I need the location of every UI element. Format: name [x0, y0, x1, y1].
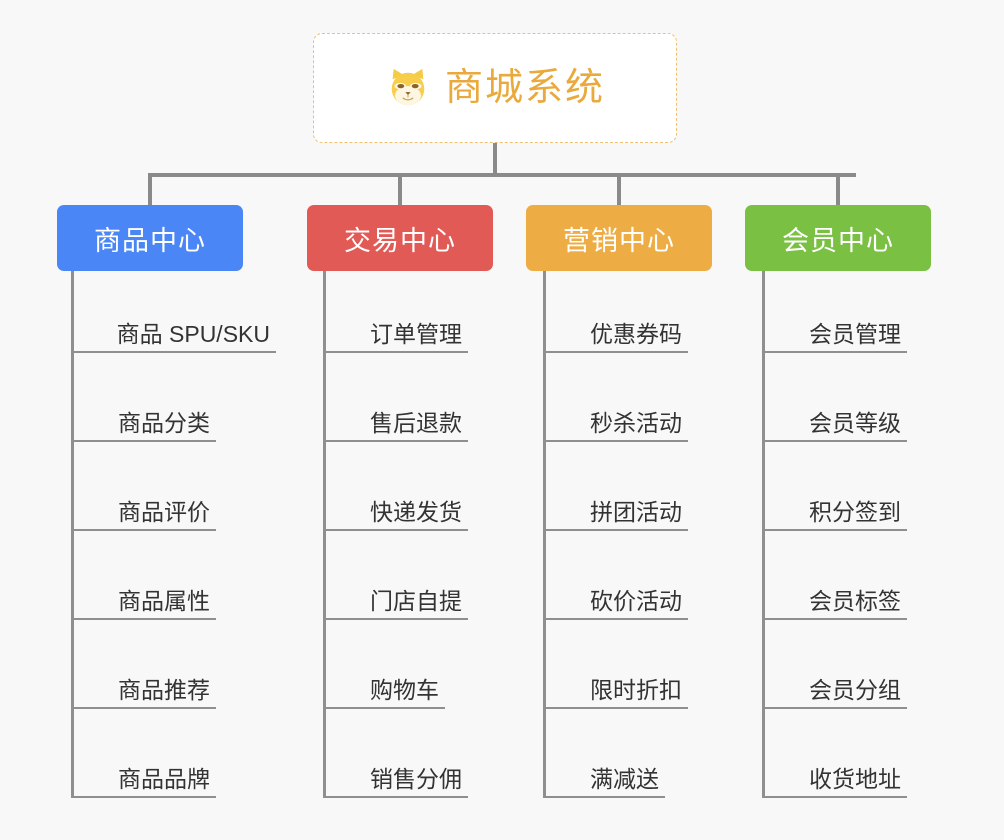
leaf-item-label: 快递发货 [370, 498, 462, 525]
root-title: 商城系统 [444, 67, 605, 109]
category-header-label: 交易中心 [344, 225, 456, 256]
leaf-item-label: 售后退款 [370, 409, 462, 436]
leaf-item-label: 优惠券码 [590, 320, 682, 347]
leaf-item[interactable]: 商品分类 [71, 396, 216, 442]
leaf-item-label: 门店自提 [370, 587, 462, 614]
leaf-item[interactable]: 满减送 [543, 752, 665, 798]
leaf-item-label: 购物车 [370, 676, 439, 703]
leaf-item-label: 商品 SPU/SKU [116, 320, 270, 347]
leaf-item[interactable]: 拼团活动 [543, 485, 688, 531]
leaf-item[interactable]: 收货地址 [762, 752, 907, 798]
connector-drop-member-center [836, 173, 840, 205]
leaf-item-label: 商品评价 [118, 498, 210, 525]
leaf-item[interactable]: 门店自提 [323, 574, 468, 620]
leaf-item[interactable]: 会员等级 [762, 396, 907, 442]
leaf-item-label: 拼团活动 [590, 498, 682, 525]
leaf-item[interactable]: 商品推荐 [71, 663, 216, 709]
leaf-item[interactable]: 会员管理 [762, 307, 907, 353]
category-header-label: 会员中心 [782, 225, 894, 256]
leaf-item[interactable]: 限时折扣 [543, 663, 688, 709]
leaf-item[interactable]: 秒杀活动 [543, 396, 688, 442]
leaf-item-label: 会员分组 [809, 676, 901, 703]
trunk-line-marketing-center [543, 271, 546, 798]
leaf-item-label: 会员管理 [809, 320, 901, 347]
leaf-item[interactable]: 销售分佣 [323, 752, 468, 798]
leaf-item-label: 销售分佣 [370, 765, 462, 792]
leaf-item-label: 限时折扣 [590, 676, 682, 703]
category-header-trade-center[interactable]: 交易中心 [307, 205, 493, 271]
leaf-item[interactable]: 商品属性 [71, 574, 216, 620]
leaf-item[interactable]: 购物车 [323, 663, 445, 709]
trunk-line-member-center [762, 271, 765, 798]
leaf-item-label: 商品品牌 [118, 765, 210, 792]
leaf-item-label: 订单管理 [370, 320, 462, 347]
leaf-item-label: 商品推荐 [118, 676, 210, 703]
dog-face-icon [385, 66, 431, 112]
leaf-item[interactable]: 商品 SPU/SKU [71, 307, 276, 353]
leaf-item[interactable]: 商品评价 [71, 485, 216, 531]
leaf-item-label: 会员等级 [809, 409, 901, 436]
category-header-label: 营销中心 [563, 225, 675, 256]
leaf-item-label: 收货地址 [809, 765, 901, 792]
leaf-item[interactable]: 优惠券码 [543, 307, 688, 353]
connector-drop-trade-center [398, 173, 402, 205]
leaf-item[interactable]: 砍价活动 [543, 574, 688, 620]
trunk-line-trade-center [323, 271, 326, 798]
leaf-item-label: 砍价活动 [590, 587, 682, 614]
connector-root-vertical [493, 143, 497, 176]
leaf-item[interactable]: 商品品牌 [71, 752, 216, 798]
leaf-item-label: 会员标签 [809, 587, 901, 614]
leaf-item[interactable]: 会员分组 [762, 663, 907, 709]
connector-horizontal-bus [148, 173, 856, 177]
leaf-item[interactable]: 会员标签 [762, 574, 907, 620]
category-header-product-center[interactable]: 商品中心 [57, 205, 243, 271]
root-node[interactable]: 商城系统 [313, 33, 677, 143]
leaf-item-label: 满减送 [590, 765, 659, 792]
leaf-item[interactable]: 订单管理 [323, 307, 468, 353]
category-header-marketing-center[interactable]: 营销中心 [526, 205, 712, 271]
trunk-line-product-center [71, 271, 74, 798]
leaf-item[interactable]: 售后退款 [323, 396, 468, 442]
leaf-item[interactable]: 积分签到 [762, 485, 907, 531]
category-header-label: 商品中心 [94, 225, 206, 256]
leaf-item-label: 商品属性 [118, 587, 210, 614]
leaf-item[interactable]: 快递发货 [323, 485, 468, 531]
category-header-member-center[interactable]: 会员中心 [745, 205, 931, 271]
connector-drop-product-center [148, 173, 152, 205]
leaf-item-label: 积分签到 [809, 498, 901, 525]
leaf-item-label: 秒杀活动 [590, 409, 682, 436]
leaf-item-label: 商品分类 [118, 409, 210, 436]
connector-drop-marketing-center [617, 173, 621, 205]
